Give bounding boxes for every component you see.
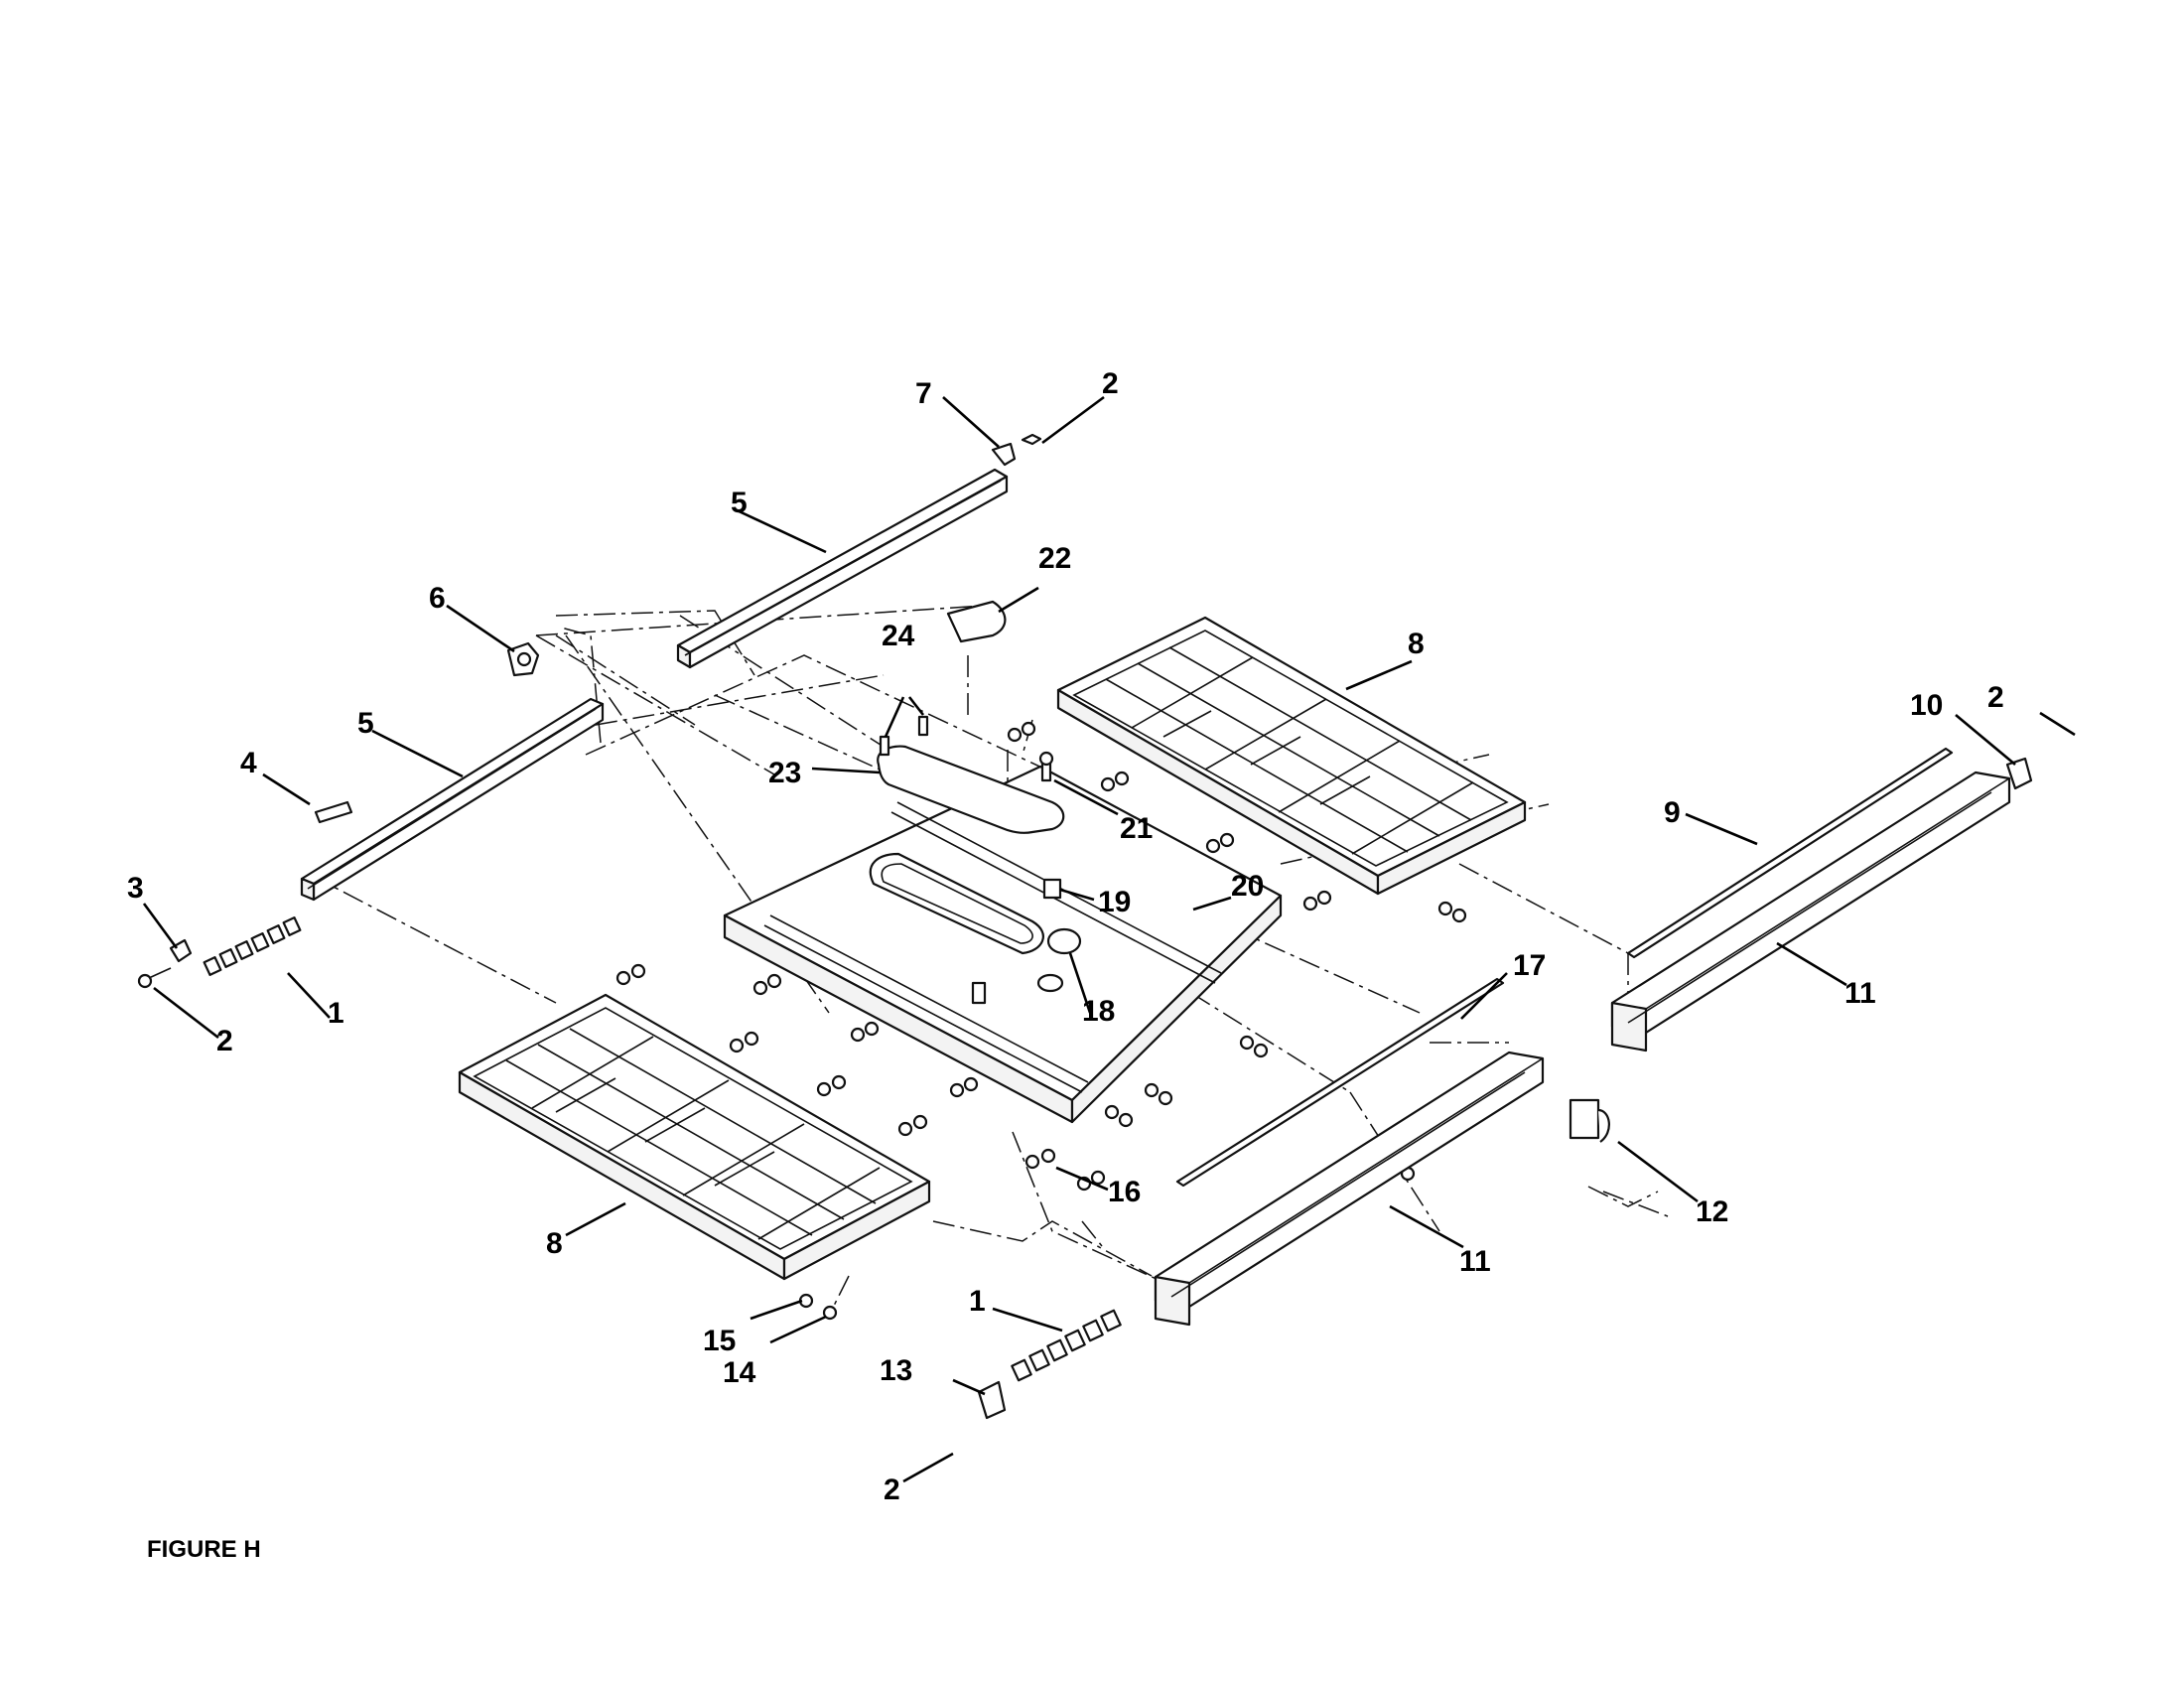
bracket-part-13 — [977, 1380, 1007, 1420]
bracket-part-10 — [2005, 757, 2033, 790]
extension-grid-part-8-right — [1056, 616, 1527, 896]
nuts-washers — [615, 721, 1467, 1321]
extension-grid-part-8-left — [458, 993, 931, 1281]
callout-15: 15 — [703, 1325, 736, 1357]
callout-22: 22 — [1038, 542, 1071, 575]
callout-6: 6 — [429, 582, 446, 615]
callout-7: 7 — [915, 377, 932, 410]
end-cap-part-12 — [1569, 1098, 1610, 1143]
rail-part-11-lower — [1154, 1051, 1545, 1327]
insert-part-22 — [946, 600, 1007, 643]
callout-4: 4 — [240, 747, 257, 779]
callout-11-lower: 11 — [1459, 1245, 1491, 1278]
rail-part-5-upper — [676, 468, 1009, 669]
callout-13: 13 — [880, 1354, 912, 1387]
rail-part-11-right — [1610, 771, 2011, 1052]
callout-2-lower: 2 — [884, 1474, 900, 1506]
figure-caption: FIGURE H — [147, 1536, 261, 1563]
bolts-part-1-lower — [1011, 1309, 1122, 1382]
callout-19: 19 — [1098, 886, 1131, 918]
callout-2-right: 2 — [1987, 681, 2004, 714]
callout-14: 14 — [723, 1356, 756, 1389]
callout-23: 23 — [768, 757, 801, 789]
callout-11-right: 11 — [1844, 977, 1876, 1010]
callout-21: 21 — [1120, 812, 1153, 845]
callout-5-upper: 5 — [731, 487, 748, 519]
callout-numbers: 1 1 2 2 2 2 3 4 5 5 6 7 8 8 9 10 11 11 1… — [127, 367, 2004, 1506]
callout-1-lower: 1 — [969, 1285, 986, 1318]
screw-part-21 — [1038, 751, 1054, 782]
clip-part-6 — [506, 641, 540, 677]
screw-part-2-left — [137, 967, 172, 989]
callout-10: 10 — [1910, 689, 1943, 722]
callout-20: 20 — [1231, 870, 1264, 903]
callout-8-left: 8 — [546, 1227, 563, 1260]
knob-part-18 — [1036, 927, 1082, 993]
callout-2-top: 2 — [1102, 367, 1119, 400]
scale-strip-part-9 — [1626, 747, 1954, 959]
callout-12: 12 — [1696, 1195, 1728, 1228]
callout-16: 16 — [1108, 1176, 1141, 1208]
plate-part-23 — [877, 745, 1065, 834]
callout-18: 18 — [1082, 995, 1115, 1028]
callout-1-left: 1 — [328, 997, 344, 1030]
callout-24: 24 — [882, 620, 915, 652]
table-top-part-20 — [723, 765, 1283, 1124]
screws-part-24 — [879, 715, 929, 757]
nut-part-19 — [971, 878, 1062, 1005]
callout-5-lower: 5 — [357, 707, 374, 740]
scale-strip-part-17 — [1175, 977, 1505, 1188]
rail-part-5-lower — [300, 697, 605, 902]
callout-17: 17 — [1513, 949, 1546, 982]
leader-lines — [142, 395, 2076, 1483]
callout-2-left: 2 — [216, 1025, 233, 1057]
callout-3: 3 — [127, 872, 144, 905]
callout-8-right: 8 — [1408, 628, 1425, 660]
callout-9: 9 — [1664, 796, 1681, 829]
label-part-4 — [314, 800, 353, 824]
bracket-part-7 — [991, 433, 1042, 467]
bolts-part-1-left — [203, 916, 302, 976]
assembly-lines — [327, 605, 1669, 1307]
